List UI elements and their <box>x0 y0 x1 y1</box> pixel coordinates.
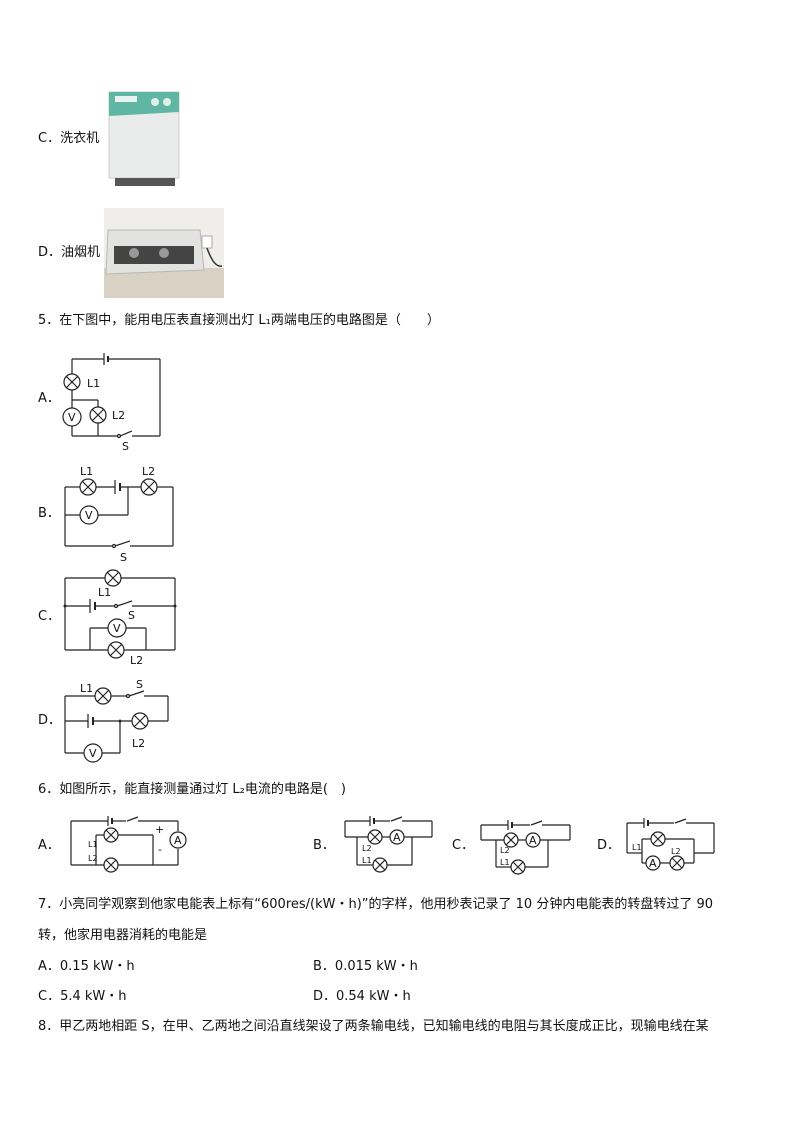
svg-text:+: + <box>155 823 164 836</box>
svg-text:L2: L2 <box>500 846 510 855</box>
q7-option-a: A．0.15 kW・h <box>38 959 135 974</box>
q7-option-c: C．5.4 kW・h <box>38 989 127 1004</box>
q6-option-c: C． <box>452 838 475 853</box>
q5-circuit-c: V L1 S L2 <box>63 569 177 667</box>
lamp-l1-label: L1 <box>98 586 111 599</box>
q6-option-b: B． <box>313 838 335 853</box>
q5-option-c: C． <box>38 609 61 624</box>
q7-option-d: D．0.54 kW・h <box>313 989 411 1004</box>
q6-circuit-b: A L2 L1 <box>344 816 433 873</box>
q5-circuit-b: V L1 L2 S <box>64 465 174 564</box>
q6-stem: 6．如图所示，能直接测量通过灯 L₂电流的电路是( ) <box>38 782 347 797</box>
switch-blade <box>114 540 131 547</box>
voltmeter-label: V <box>68 411 76 424</box>
voltmeter-label: V <box>85 509 93 522</box>
svg-text:A: A <box>393 831 401 844</box>
q6-circuit-c: A L2 L1 <box>480 820 571 875</box>
switch-label: S <box>136 678 143 691</box>
q5-circuit-d: V L1 S L2 <box>64 678 169 763</box>
switch-blade <box>119 430 133 437</box>
lamp-l2-label: L2 <box>132 737 145 750</box>
svg-text:L2: L2 <box>671 847 681 856</box>
q5-option-b: B． <box>38 506 60 521</box>
switch-label: S <box>128 609 135 622</box>
voltmeter-label: V <box>113 622 121 635</box>
q7-stem-line2: 转，他家用电器消耗的电能是 <box>38 928 208 943</box>
lamp-l1-label: L1 <box>80 465 93 478</box>
switch-label: S <box>122 440 129 453</box>
q6-circuit-a: A + - L1 L2 <box>70 816 187 873</box>
lamp-l1-label: L1 <box>87 377 100 390</box>
voltmeter-label: V <box>89 747 97 760</box>
svg-text:L2: L2 <box>88 854 98 863</box>
q6-option-d: D． <box>597 838 621 853</box>
svg-text:L1: L1 <box>500 858 510 867</box>
svg-text:L2: L2 <box>362 844 372 853</box>
q6-option-a: A． <box>38 838 60 853</box>
q4-option-d: D．油烟机 <box>38 245 101 260</box>
q6-circuit-d: A L1 L2 <box>626 818 715 871</box>
lamp-l2-label: L2 <box>112 409 125 422</box>
ammeter <box>169 831 187 849</box>
svg-text:L1: L1 <box>88 840 98 849</box>
q5-circuit-a: L1 V L2 S <box>62 353 161 453</box>
voltmeter <box>62 407 82 427</box>
q5-stem: 5．在下图中，能用电压表直接测出灯 L₁两端电压的电路图是（ ） <box>38 313 440 328</box>
lamp-l2-label: L2 <box>142 465 155 478</box>
q8-stem: 8．甲乙两地相距 S，在甲、乙两地之间沿直线架设了两条输电线，已知输电线的电阻与… <box>38 1019 709 1034</box>
switch-label: S <box>120 551 127 564</box>
washing-machine-image <box>108 91 180 186</box>
svg-text:A: A <box>649 857 657 870</box>
q7-option-b: B．0.015 kW・h <box>313 959 418 974</box>
svg-text:L1: L1 <box>362 856 372 865</box>
lamp-l1-label: L1 <box>80 682 93 695</box>
svg-text:L1: L1 <box>632 843 642 852</box>
svg-text:-: - <box>158 843 162 856</box>
q5-option-a: A． <box>38 391 60 406</box>
q7-stem-line1: 7．小亮同学观察到他家电能表上标有“600res/(kW・h)”的字样，他用秒表… <box>38 897 714 912</box>
svg-text:A: A <box>529 834 537 847</box>
switch-blade <box>116 600 133 607</box>
q5-option-d: D． <box>38 713 62 728</box>
svg-text:A: A <box>174 834 182 847</box>
range-hood-image <box>104 208 224 298</box>
lamp-l2-label: L2 <box>130 654 143 667</box>
q4-option-c: C．洗衣机 <box>38 131 100 146</box>
switch-blade <box>128 690 145 697</box>
